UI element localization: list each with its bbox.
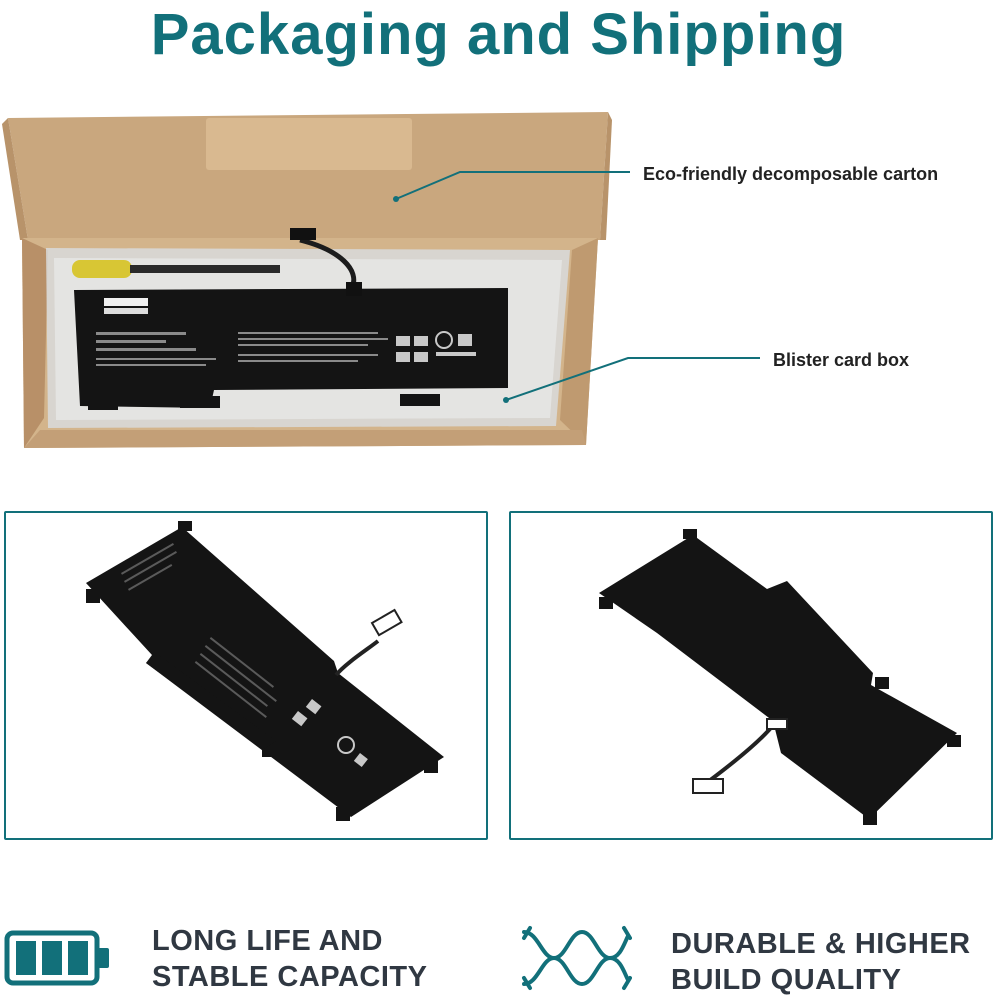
feature-durable: DURABLE & HIGHER BUILD QUALITY: [671, 926, 971, 998]
carton-photo: [2, 112, 612, 448]
battery-full-icon: [4, 930, 109, 986]
feature-long-life-line1: LONG LIFE AND: [152, 925, 383, 957]
feature-long-life: LONG LIFE AND STABLE CAPACITY: [152, 923, 427, 995]
feature-durable-line2: BUILD QUALITY: [671, 964, 902, 996]
battery-back-panel: [509, 511, 993, 840]
battery-front-image: [86, 521, 444, 821]
battery-back-image: [599, 529, 961, 825]
callout-blister-label: Blister card box: [773, 350, 910, 370]
screwdriver-icon: [72, 260, 280, 278]
carton-lid: [8, 112, 608, 240]
twisted-wire-icon: [522, 926, 632, 990]
page-title: Packaging and Shipping: [150, 2, 847, 67]
feature-durable-line1: DURABLE & HIGHER: [671, 928, 971, 960]
battery-in-box: [74, 288, 508, 410]
battery-front-panel: [4, 511, 488, 840]
feature-long-life-line2: STABLE CAPACITY: [152, 961, 428, 993]
callout-carton-label: Eco-friendly decomposable carton: [643, 164, 939, 184]
carton-tab: [206, 118, 412, 170]
